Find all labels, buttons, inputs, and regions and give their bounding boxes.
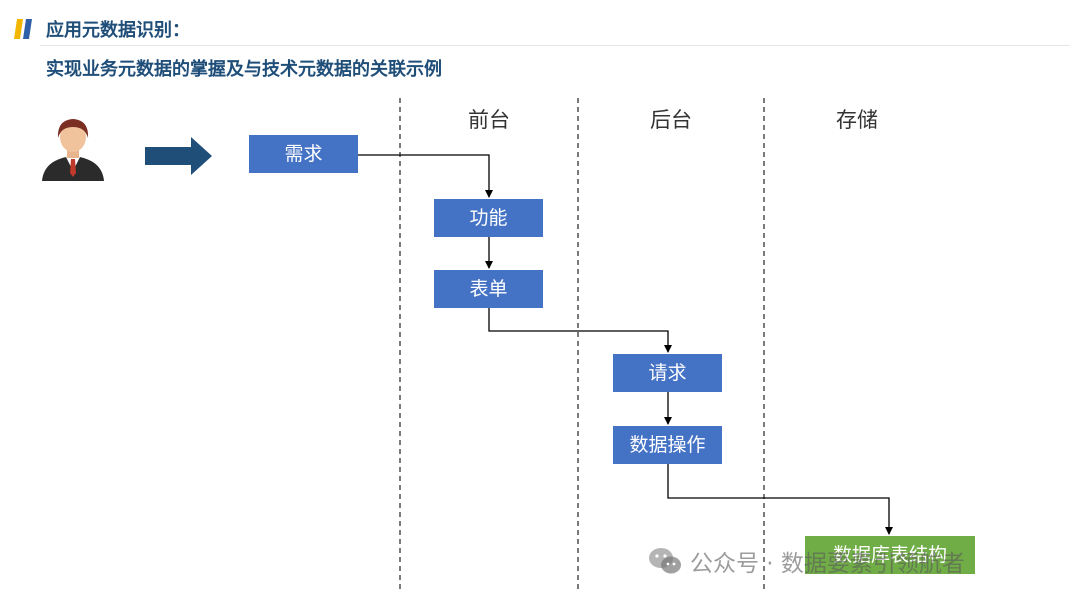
node-request: 请求 bbox=[613, 354, 722, 392]
lane-label-backend: 后台 bbox=[650, 108, 692, 132]
node-data-operation: 数据操作 bbox=[613, 426, 722, 464]
node-form: 表单 bbox=[434, 270, 543, 308]
right-arrow-icon bbox=[145, 137, 212, 175]
node-need: 需求 bbox=[249, 135, 358, 173]
person-icon bbox=[42, 119, 104, 181]
watermark: 公众号 · 数据要素引领航者 bbox=[648, 543, 965, 579]
node-db-table-structure: 数据库表结构 bbox=[805, 536, 975, 574]
connector-dataop-dbstructure bbox=[667, 464, 893, 535]
page-title: 应用元数据识别： bbox=[46, 20, 190, 41]
connector-need-function bbox=[358, 154, 493, 198]
lane-label-storage: 存储 bbox=[836, 108, 878, 132]
lane-label-frontend: 前台 bbox=[468, 108, 510, 132]
title-divider bbox=[40, 45, 1070, 46]
watermark-text: 公众号 · 数据要素引领航者 bbox=[690, 551, 965, 577]
wechat-icon bbox=[649, 548, 681, 574]
page-subtitle: 实现业务元数据的掌握及与技术元数据的关联示例 bbox=[46, 59, 442, 80]
title-bars-icon bbox=[14, 19, 32, 39]
node-function: 功能 bbox=[434, 199, 543, 237]
connector-form-request bbox=[488, 308, 672, 353]
